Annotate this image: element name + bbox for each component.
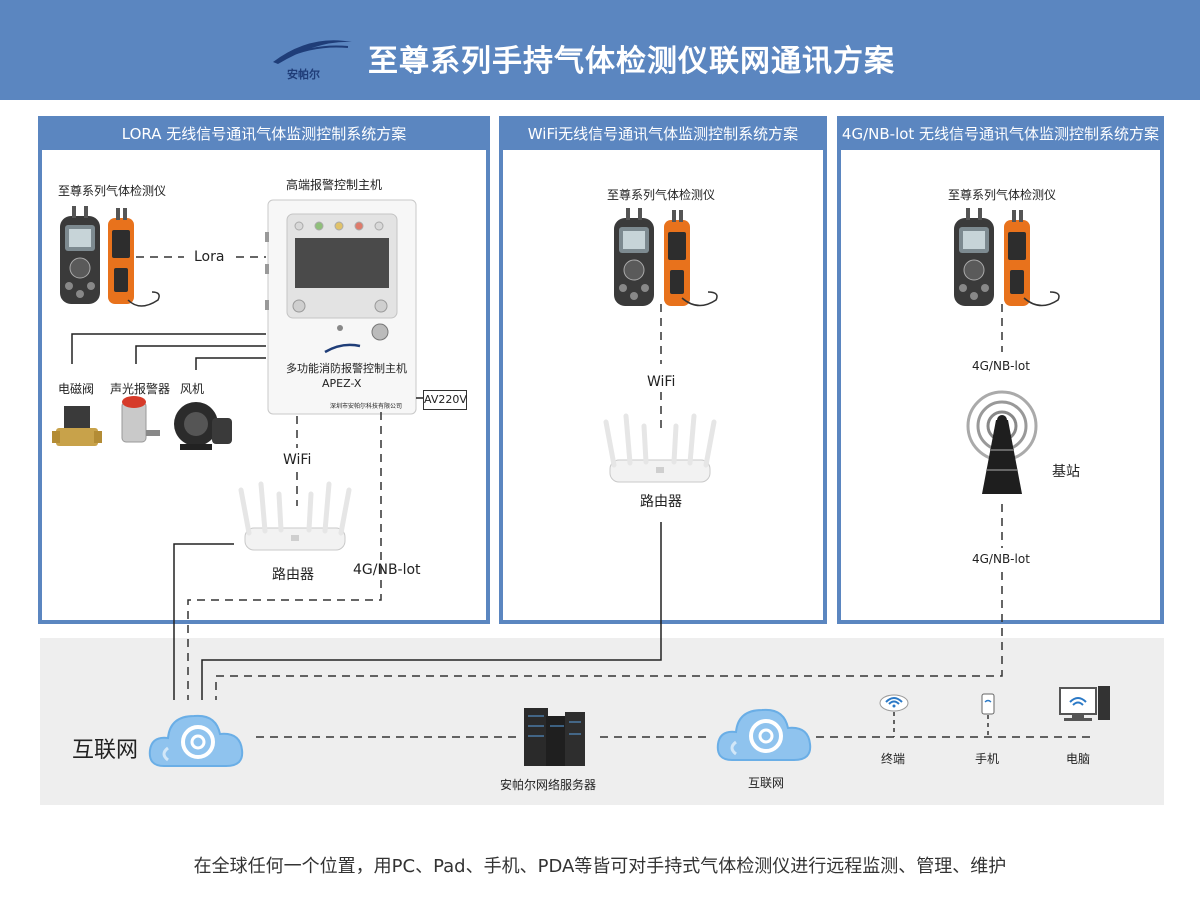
page-title: 至尊系列手持气体检测仪联网通讯方案: [368, 44, 895, 79]
wifi-detector-label: 至尊系列气体检测仪: [607, 188, 716, 202]
base-station-icon: [966, 390, 1038, 494]
wifi-detector-orange-icon: [664, 210, 690, 306]
panel-wifi-title: WiFi无线信号通讯气体监测控制系统方案: [503, 120, 823, 150]
panel-nb-title: 4G/NB-lot 无线信号通讯气体监测控制系统方案: [841, 120, 1160, 150]
internet-big-label: 互联网: [72, 738, 139, 763]
lora-router-icon: [241, 484, 349, 550]
wifi-link-label: WiFi: [647, 374, 676, 390]
pc-label: 电脑: [1066, 752, 1091, 766]
logo-text: 安帕尔: [287, 68, 320, 81]
lora-nb-label: 4G/NB-lot: [353, 562, 421, 578]
base-station-label: 基站: [1052, 464, 1080, 480]
fan-label: 风机: [180, 382, 205, 396]
server-rack-icon: [524, 708, 585, 766]
company-logo: 安帕尔: [270, 36, 365, 81]
wifi-detector-black-icon: [613, 207, 655, 307]
wifi-router-label: 路由器: [640, 494, 682, 510]
panel-wifi: WiFi无线信号通讯气体监测控制系统方案: [499, 116, 827, 624]
terminal-label: 终端: [881, 752, 906, 766]
footer-caption: 在全球任何一个位置，用PC、Pad、手机、PDA等皆可对手持式气体检测仪进行远程…: [193, 856, 1007, 877]
sound-light-alarm-icon: [121, 396, 160, 443]
host-name-label: 多功能消防报警控制主机: [286, 362, 407, 375]
lora-detector-label: 至尊系列气体检测仪: [58, 184, 167, 198]
nb-link-bottom-label: 4G/NB-lot: [972, 552, 1030, 566]
pc-icon: [1059, 686, 1110, 721]
internet-cloud-main-icon: [147, 713, 245, 768]
panel-nb: 4G/NB-lot 无线信号通讯气体监测控制系统方案: [837, 116, 1164, 624]
wifi-router-icon: [606, 416, 714, 482]
nb-detector-orange-icon: [1004, 210, 1030, 306]
host-company-label: 深圳市安帕尔科技有限公司: [330, 403, 403, 410]
internet-cloud-secondary-icon: [715, 707, 813, 762]
nb-detector-label: 至尊系列气体检测仪: [948, 188, 1057, 202]
lora-host-label: 高端报警控制主机: [286, 178, 383, 192]
cloud-label: 互联网: [748, 776, 785, 790]
phone-icon: [981, 693, 995, 715]
fan-icon: [174, 402, 232, 450]
terminal-wifi-icon: [879, 694, 909, 712]
power-badge: AV220V: [423, 390, 467, 410]
server-label: 安帕尔网络服务器: [500, 778, 597, 792]
header-bar: 安帕尔 至尊系列手持气体检测仪联网通讯方案: [0, 0, 1200, 100]
alarm-control-host-icon: [265, 199, 417, 415]
lora-detector-black-icon: [59, 205, 101, 305]
nb-detector-black-icon: [953, 207, 995, 307]
panel-lora-title: LORA 无线信号通讯气体监测控制系统方案: [42, 120, 486, 150]
lora-router-label: 路由器: [272, 567, 314, 583]
valve-label: 电磁阀: [58, 382, 95, 396]
logo-swoosh-icon: [273, 40, 352, 64]
internet-band: [40, 638, 1164, 805]
lora-detector-orange-icon: [108, 208, 134, 304]
lora-link-label: Lora: [194, 249, 225, 265]
lora-wifi-label: WiFi: [283, 452, 312, 468]
solenoid-valve-icon: [52, 406, 102, 446]
phone-label: 手机: [975, 752, 1000, 766]
nb-link-top-label: 4G/NB-lot: [972, 359, 1030, 373]
alarm-label: 声光报警器: [110, 382, 171, 396]
host-model-label: APEZ-X: [322, 377, 362, 390]
